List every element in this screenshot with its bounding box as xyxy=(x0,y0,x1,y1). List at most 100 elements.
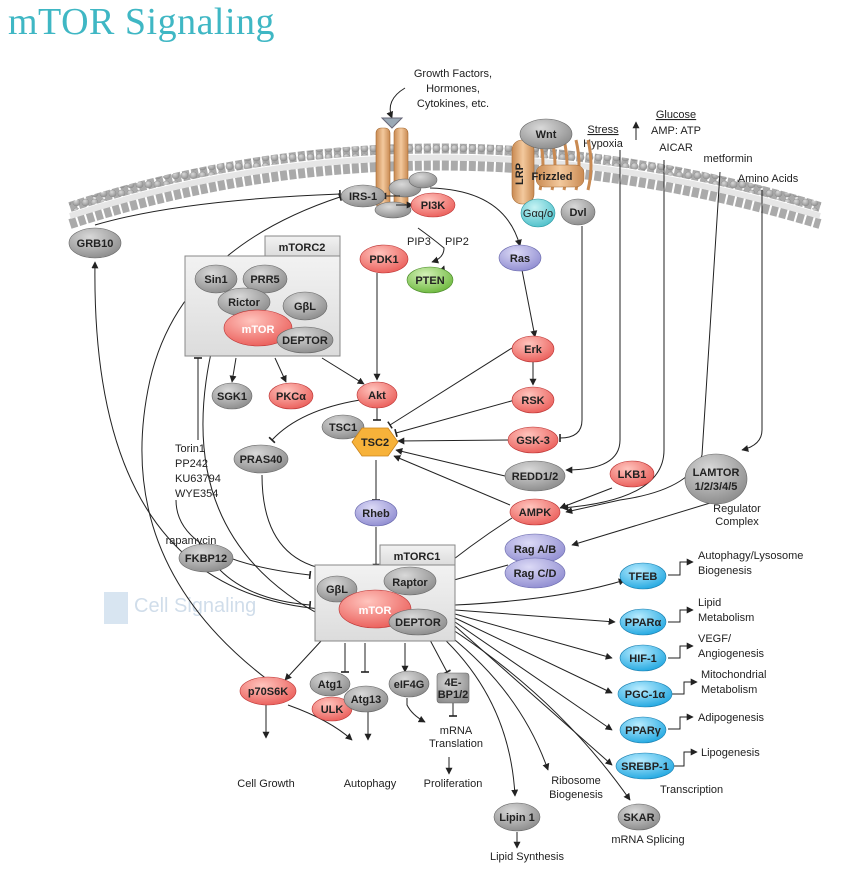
hif1-node xyxy=(619,644,667,672)
regulator-complex-label: Regulator xyxy=(713,503,761,515)
svg-text:Hormones,: Hormones, xyxy=(426,83,480,95)
svg-text:Mitochondrial: Mitochondrial xyxy=(701,669,766,681)
svg-text:Torin1: Torin1 xyxy=(175,443,205,455)
svg-text:Rag A/B: Rag A/B xyxy=(514,544,556,556)
rsk-node xyxy=(511,386,555,414)
watermark-text: Cell Signaling xyxy=(134,595,256,617)
gbl1-node xyxy=(316,575,358,603)
svg-text:mRNA Splicing: mRNA Splicing xyxy=(611,834,684,846)
raptor-node xyxy=(383,566,437,596)
svg-text:RSK: RSK xyxy=(521,395,544,407)
svg-text:Metabolism: Metabolism xyxy=(701,684,757,696)
svg-text:TFEB: TFEB xyxy=(629,571,658,583)
svg-text:Translation: Translation xyxy=(429,738,483,750)
pi3k-node xyxy=(410,192,456,218)
frizzled-label: Frizzled xyxy=(532,171,573,183)
lipin1-node xyxy=(493,802,541,832)
svg-text:GRB10: GRB10 xyxy=(77,238,114,250)
tsc2-node xyxy=(351,427,399,457)
svg-text:1/2/3/4/5: 1/2/3/4/5 xyxy=(695,481,738,493)
svg-text:Biogenesis: Biogenesis xyxy=(549,789,603,801)
watermark: Cell Signaling xyxy=(104,592,256,624)
pip3-label: PIP3 xyxy=(407,236,431,248)
svg-text:FKBP12: FKBP12 xyxy=(185,553,227,565)
growth-factors-label: Growth Factors, Hormones, Cytokines, etc… xyxy=(414,68,492,110)
svg-text:PTEN: PTEN xyxy=(415,275,444,287)
svg-text:LKB1: LKB1 xyxy=(618,469,647,481)
svg-text:Lipid: Lipid xyxy=(698,597,721,609)
mtor2-node xyxy=(223,309,293,347)
svg-text:Wnt: Wnt xyxy=(536,129,557,141)
svg-text:PRAS40: PRAS40 xyxy=(240,454,283,466)
svg-text:Cytokines, etc.: Cytokines, etc. xyxy=(417,98,489,110)
pparg-node xyxy=(619,716,667,744)
lkb1-node xyxy=(609,460,655,488)
svg-text:LAMTOR: LAMTOR xyxy=(693,467,740,479)
svg-text:Atg13: Atg13 xyxy=(351,694,382,706)
atg13-node xyxy=(343,685,389,713)
sgk1-node xyxy=(211,382,253,410)
ras-node xyxy=(498,244,542,272)
svg-text:Rictor: Rictor xyxy=(228,297,261,309)
nodes: GRB10 IRS-1 PI3K PIP3 PIP2 PDK1 PTEN Ras… xyxy=(68,184,761,832)
svg-text:PI3K: PI3K xyxy=(421,200,446,212)
svg-text:TSC2: TSC2 xyxy=(361,437,389,449)
akt-node xyxy=(356,381,398,409)
svg-text:mRNA: mRNA xyxy=(440,725,473,737)
svg-text:Cell Growth: Cell Growth xyxy=(237,778,294,790)
svg-text:4E-: 4E- xyxy=(444,677,461,689)
svg-text:IRS-1: IRS-1 xyxy=(349,191,377,203)
svg-text:PP242: PP242 xyxy=(175,458,208,470)
svg-text:HIF-1: HIF-1 xyxy=(629,653,657,665)
ppara-node xyxy=(619,608,667,636)
svg-text:Adipogenesis: Adipogenesis xyxy=(698,712,765,724)
pgc1a-node xyxy=(617,680,673,708)
pten-node xyxy=(406,266,454,294)
svg-text:WYE354: WYE354 xyxy=(175,488,218,500)
svg-text:GSK-3: GSK-3 xyxy=(516,435,550,447)
svg-text:DEPTOR: DEPTOR xyxy=(282,335,328,347)
svg-text:PPARγ: PPARγ xyxy=(625,725,662,737)
amp-atp-label: AMP: ATP xyxy=(651,125,701,137)
hypoxia-label: Hypoxia xyxy=(583,138,624,150)
gsk3-node xyxy=(507,426,559,454)
svg-text:SGK1: SGK1 xyxy=(217,391,247,403)
deptor2-node xyxy=(276,326,334,354)
fkbp12-node xyxy=(178,543,234,573)
svg-text:Proliferation: Proliferation xyxy=(424,778,483,790)
svg-text:SKAR: SKAR xyxy=(623,812,654,824)
svg-text:eIF4G: eIF4G xyxy=(394,679,425,691)
mtorc1-label: mTORC1 xyxy=(394,551,441,563)
tfeb-node xyxy=(619,562,667,590)
erk-node xyxy=(511,335,555,363)
eif4g-node xyxy=(388,670,430,698)
ragcd-node xyxy=(504,557,566,589)
svg-text:Lipogenesis: Lipogenesis xyxy=(701,747,760,759)
prr5-node xyxy=(242,264,288,294)
ampk-node xyxy=(509,498,561,526)
pdk1-node xyxy=(359,244,409,274)
deptor1-node xyxy=(388,608,448,636)
glucose-label: Glucose xyxy=(656,109,696,121)
page-title: mTOR Signaling xyxy=(8,1,276,43)
svg-text:Ribosome: Ribosome xyxy=(551,775,601,787)
svg-text:REDD1/2: REDD1/2 xyxy=(512,471,558,483)
ligand-icon xyxy=(380,117,404,129)
svg-text:DEPTOR: DEPTOR xyxy=(395,617,441,629)
atg1-node xyxy=(309,671,351,697)
svg-text:Rheb: Rheb xyxy=(362,508,390,520)
svg-text:Raptor: Raptor xyxy=(392,577,428,589)
svg-text:PDK1: PDK1 xyxy=(369,254,398,266)
wnt-node xyxy=(519,118,573,150)
svg-text:AMPK: AMPK xyxy=(519,507,551,519)
pip2-label: PIP2 xyxy=(445,236,469,248)
svg-text:Biogenesis: Biogenesis xyxy=(698,565,752,577)
svg-text:Akt: Akt xyxy=(368,390,386,402)
mtorc2-label: mTORC2 xyxy=(279,242,326,254)
pathway-edges xyxy=(91,150,763,849)
svg-text:Sin1: Sin1 xyxy=(204,274,227,286)
svg-text:Rag C/D: Rag C/D xyxy=(514,568,557,580)
svg-text:Atg1: Atg1 xyxy=(318,679,342,691)
rheb-node xyxy=(354,499,398,527)
